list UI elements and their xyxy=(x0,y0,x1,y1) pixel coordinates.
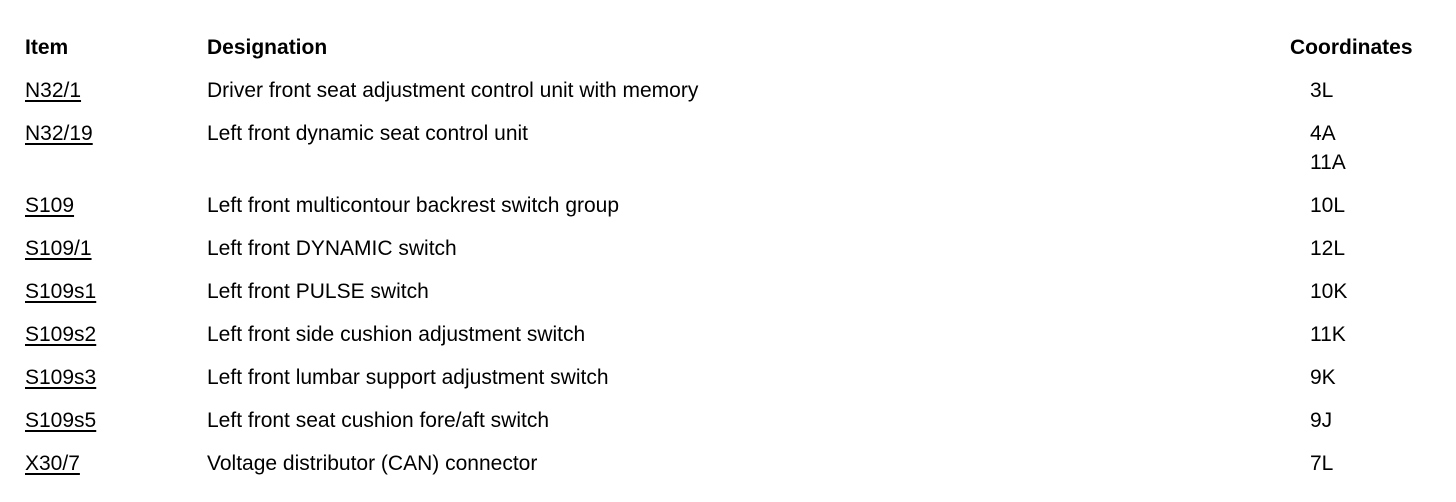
item-link-s109s2[interactable]: S109s2 xyxy=(25,323,97,346)
item-link-n32-19[interactable]: N32/19 xyxy=(25,122,93,145)
designation-text: Driver front seat adjustment control uni… xyxy=(207,79,699,102)
coordinate-value: 3L xyxy=(1310,79,1334,102)
table-row: S109s3 Left front lumbar support adjustm… xyxy=(25,363,1450,392)
coordinate-value: 4A xyxy=(1310,122,1336,145)
designation-text: Left front PULSE switch xyxy=(207,280,429,303)
coordinate-value: 7L xyxy=(1310,452,1334,475)
item-link-s109-1[interactable]: S109/1 xyxy=(25,237,92,260)
designation-text: Left front side cushion adjustment switc… xyxy=(207,323,586,346)
designation-text: Left front dynamic seat control unit xyxy=(207,122,528,145)
designation-text: Left front lumbar support adjustment swi… xyxy=(207,366,609,389)
item-link-s109s1[interactable]: S109s1 xyxy=(25,280,97,303)
coordinate-value: 12L xyxy=(1310,237,1346,260)
component-legend-table: Item Designation Coordinates N32/1 Drive… xyxy=(25,33,1450,478)
designation-text: Left front seat cushion fore/aft switch xyxy=(207,409,550,432)
coordinate-value: 9K xyxy=(1310,366,1336,389)
table-row: S109/1 Left front DYNAMIC switch 12L xyxy=(25,234,1450,263)
table-row: N32/19 Left front dynamic seat control u… xyxy=(25,119,1450,177)
item-link-s109s3[interactable]: S109s3 xyxy=(25,366,97,389)
designation-text: Left front DYNAMIC switch xyxy=(207,237,457,260)
table-row: S109s5 Left front seat cushion fore/aft … xyxy=(25,406,1450,435)
table-row: S109s2 Left front side cushion adjustmen… xyxy=(25,320,1450,349)
table-header-row: Item Designation Coordinates xyxy=(25,33,1450,62)
column-header-designation: Designation xyxy=(207,36,328,59)
designation-text: Left front multicontour backrest switch … xyxy=(207,194,620,217)
column-header-item: Item xyxy=(25,36,69,59)
coordinate-value: 11K xyxy=(1310,323,1346,346)
item-link-n32-1[interactable]: N32/1 xyxy=(25,79,82,102)
item-link-s109[interactable]: S109 xyxy=(25,194,75,217)
table-row: X30/7 Voltage distributor (CAN) connecto… xyxy=(25,449,1450,478)
coordinate-value: 11A xyxy=(1310,151,1346,174)
column-header-coordinates: Coordinates xyxy=(1290,36,1413,59)
item-link-s109s5[interactable]: S109s5 xyxy=(25,409,97,432)
table-row: S109s1 Left front PULSE switch 10K xyxy=(25,277,1450,306)
designation-text: Voltage distributor (CAN) connector xyxy=(207,452,538,475)
coordinate-value: 9J xyxy=(1310,409,1333,432)
coordinate-value: 10K xyxy=(1310,280,1348,303)
table-row: S109 Left front multicontour backrest sw… xyxy=(25,191,1450,220)
coordinate-value: 10L xyxy=(1310,194,1346,217)
table-row: N32/1 Driver front seat adjustment contr… xyxy=(25,76,1450,105)
item-link-x30-7[interactable]: X30/7 xyxy=(25,452,80,475)
